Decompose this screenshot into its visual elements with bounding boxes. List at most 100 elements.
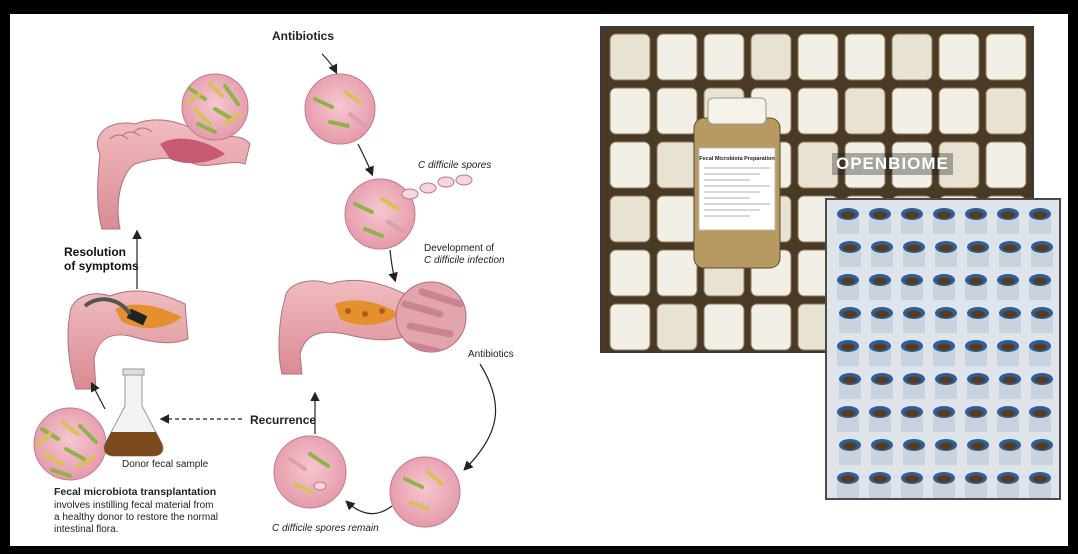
cup-contents bbox=[939, 311, 953, 318]
cup-contents bbox=[971, 377, 985, 384]
cup-contents bbox=[841, 344, 855, 351]
cup-contents bbox=[873, 476, 887, 483]
cup-contents bbox=[843, 443, 857, 450]
cup-contents bbox=[1035, 377, 1049, 384]
cup-contents bbox=[905, 278, 919, 285]
bottle-cap bbox=[986, 142, 1026, 188]
bottle-cap bbox=[610, 196, 650, 242]
cup-contents bbox=[969, 344, 983, 351]
bottle-cap bbox=[657, 142, 697, 188]
cup-contents bbox=[843, 377, 857, 384]
cup-contents bbox=[905, 410, 919, 417]
cup-contents bbox=[1001, 410, 1015, 417]
cup-contents bbox=[873, 278, 887, 285]
cup-contents bbox=[1035, 443, 1049, 450]
circle-spores-remain bbox=[274, 436, 346, 508]
cup-contents bbox=[905, 476, 919, 483]
bottle-cap bbox=[751, 34, 791, 80]
cup-contents bbox=[875, 377, 889, 384]
bottle-cap bbox=[657, 304, 697, 350]
colon-infected bbox=[279, 280, 410, 374]
cup-contents bbox=[873, 410, 887, 417]
cup-contents bbox=[969, 410, 983, 417]
fmt-cycle-diagram: Antibiotics C difficile spores Developme… bbox=[10, 14, 570, 546]
cup-contents bbox=[1001, 476, 1015, 483]
bottle-cap bbox=[657, 34, 697, 80]
circle-after-antibiotics bbox=[390, 457, 460, 527]
cup-contents bbox=[907, 443, 921, 450]
cup-contents bbox=[1003, 311, 1017, 318]
cup-contents bbox=[841, 410, 855, 417]
cup-contents bbox=[971, 245, 985, 252]
label-development-line2: C difficile infection bbox=[424, 254, 505, 267]
cup-contents bbox=[1003, 377, 1017, 384]
label-antibiotics-right: Antibiotics bbox=[468, 348, 514, 361]
cup-contents bbox=[873, 212, 887, 219]
cup-contents bbox=[1001, 278, 1015, 285]
jar-lid bbox=[708, 98, 766, 124]
circle-healthy-flora bbox=[182, 74, 248, 140]
bottle-cap bbox=[610, 142, 650, 188]
cup-contents bbox=[843, 311, 857, 318]
cup-contents bbox=[841, 212, 855, 219]
bottle-cap bbox=[845, 34, 885, 80]
bottle-cap bbox=[610, 250, 650, 296]
label-spores-remain: C difficile spores remain bbox=[272, 522, 379, 535]
cup-contents bbox=[937, 212, 951, 219]
cup-contents bbox=[875, 245, 889, 252]
bottle-cap bbox=[657, 250, 697, 296]
label-c-difficile-spores: C difficile spores bbox=[418, 159, 491, 172]
photo-sample-cups bbox=[825, 198, 1061, 500]
bottle-cap bbox=[939, 88, 979, 134]
cup-contents bbox=[907, 245, 921, 252]
bottle-cap bbox=[986, 34, 1026, 80]
label-antibiotics-top: Antibiotics bbox=[272, 30, 334, 43]
cup-contents bbox=[907, 311, 921, 318]
cup-contents bbox=[1001, 344, 1015, 351]
cup-contents bbox=[1033, 212, 1047, 219]
label-donor-fecal-sample: Donor fecal sample bbox=[122, 458, 208, 471]
bottle-cap bbox=[657, 88, 697, 134]
cup-contents bbox=[939, 443, 953, 450]
bottle-cap bbox=[892, 34, 932, 80]
cup-contents bbox=[873, 344, 887, 351]
bottle-cap bbox=[610, 304, 650, 350]
cup-contents bbox=[875, 311, 889, 318]
bottle-cap bbox=[845, 88, 885, 134]
jar-label-title: Fecal Microbiota Preparation bbox=[699, 156, 775, 162]
cup-contents bbox=[1003, 443, 1017, 450]
cup-contents bbox=[843, 245, 857, 252]
openbiome-logo-text: OPENBIOME bbox=[832, 153, 953, 175]
cup-contents bbox=[969, 476, 983, 483]
cup-contents bbox=[875, 443, 889, 450]
circle-infection bbox=[396, 282, 466, 352]
cup-contents bbox=[1033, 278, 1047, 285]
cup-contents bbox=[969, 212, 983, 219]
circle-restored-flora bbox=[34, 408, 106, 480]
cup-contents bbox=[905, 212, 919, 219]
cup-contents bbox=[1001, 212, 1015, 219]
cup-contents bbox=[1035, 311, 1049, 318]
bottle-cap bbox=[704, 34, 744, 80]
bottle-cap bbox=[939, 34, 979, 80]
fmt-caption-title: Fecal microbiota transplantation bbox=[54, 486, 216, 499]
bottle-cap bbox=[704, 304, 744, 350]
cup-contents bbox=[939, 245, 953, 252]
cup-contents bbox=[969, 278, 983, 285]
label-resolution-line2: of symptoms bbox=[64, 260, 139, 273]
cup-contents bbox=[1033, 476, 1047, 483]
label-resolution-line1: Resolution bbox=[64, 246, 126, 259]
bottle-cap bbox=[610, 88, 650, 134]
cup-contents bbox=[1033, 410, 1047, 417]
label-recurrence: Recurrence bbox=[250, 414, 316, 427]
bottle-cap bbox=[892, 88, 932, 134]
bottle-cap bbox=[751, 304, 791, 350]
circle-spores bbox=[345, 175, 472, 249]
bottle-cap bbox=[610, 34, 650, 80]
cup-contents bbox=[971, 311, 985, 318]
cup-contents bbox=[1033, 344, 1047, 351]
cup-contents bbox=[971, 443, 985, 450]
diagram-artwork bbox=[10, 14, 570, 546]
bottle-cap bbox=[798, 34, 838, 80]
cup-contents bbox=[1003, 245, 1017, 252]
